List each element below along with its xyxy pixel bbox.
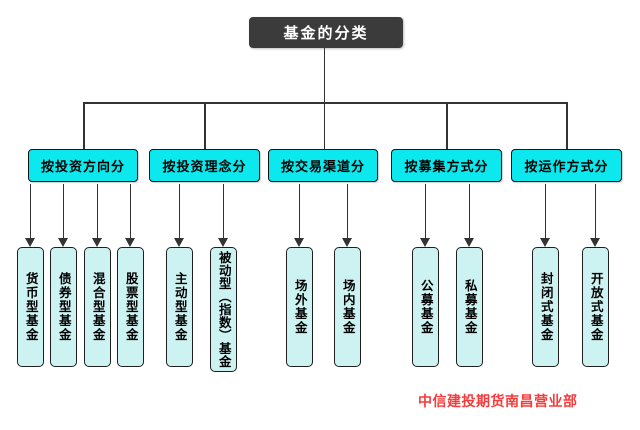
leaf-label: 私募基金 bbox=[462, 279, 477, 335]
down-arrow-icon bbox=[218, 184, 229, 247]
leaf-label: 场内基金 bbox=[340, 279, 355, 335]
leaf-money-fund: 货币型基金 bbox=[17, 247, 44, 367]
leaf-open-end-fund: 开放式基金 bbox=[582, 247, 609, 367]
leaf-label: 混合型基金 bbox=[90, 272, 105, 342]
down-arrow-icon bbox=[125, 184, 136, 247]
down-arrow-icon bbox=[174, 184, 185, 247]
connector-line bbox=[204, 102, 206, 149]
leaf-label: 货币型基金 bbox=[23, 272, 38, 342]
connector-line bbox=[323, 102, 325, 149]
category-operation-method: 按运作方式分 bbox=[511, 149, 622, 182]
leaf-hybrid-fund: 混合型基金 bbox=[84, 247, 111, 367]
down-arrow-icon bbox=[464, 184, 475, 247]
leaf-label: 公募基金 bbox=[418, 279, 433, 335]
down-arrow-icon bbox=[540, 184, 551, 247]
category-investment-direction: 按投资方向分 bbox=[28, 149, 138, 182]
leaf-label: 场外基金 bbox=[292, 279, 307, 335]
leaf-passive-index-fund: 被动型（指数）基金 bbox=[210, 247, 237, 372]
connector-line bbox=[83, 102, 85, 149]
category-trading-channel: 按交易渠道分 bbox=[268, 149, 378, 182]
connector-line bbox=[446, 102, 448, 149]
category-investment-philosophy: 按投资理念分 bbox=[149, 149, 260, 182]
down-arrow-icon bbox=[294, 184, 305, 247]
down-arrow-icon bbox=[590, 184, 601, 247]
down-arrow-icon bbox=[342, 184, 353, 247]
down-arrow-icon bbox=[25, 184, 36, 247]
leaf-label: 开放式基金 bbox=[588, 272, 603, 342]
connector-line bbox=[323, 48, 325, 102]
connector-line bbox=[83, 102, 567, 104]
leaf-label: 主动型基金 bbox=[172, 272, 187, 342]
leaf-label: 股票型基金 bbox=[123, 272, 138, 342]
leaf-label: 被动型（指数）基金 bbox=[216, 251, 231, 368]
down-arrow-icon bbox=[58, 184, 69, 247]
category-fundraising-method: 按募集方式分 bbox=[391, 149, 502, 182]
leaf-label: 债券型基金 bbox=[56, 272, 71, 342]
leaf-stock-fund: 股票型基金 bbox=[117, 247, 144, 367]
root-node-title: 基金的分类 bbox=[249, 17, 403, 48]
branch-watermark: 中信建投期货南昌营业部 bbox=[418, 393, 578, 409]
leaf-closed-end-fund: 封闭式基金 bbox=[532, 247, 559, 367]
leaf-public-fund: 公募基金 bbox=[412, 247, 439, 367]
leaf-label: 封闭式基金 bbox=[538, 272, 553, 342]
down-arrow-icon bbox=[92, 184, 103, 247]
leaf-otc-fund: 场外基金 bbox=[286, 247, 313, 367]
leaf-bond-fund: 债券型基金 bbox=[50, 247, 77, 367]
leaf-private-fund: 私募基金 bbox=[456, 247, 483, 367]
leaf-exchange-fund: 场内基金 bbox=[334, 247, 361, 367]
connector-line bbox=[566, 102, 568, 149]
down-arrow-icon bbox=[420, 184, 431, 247]
leaf-active-fund: 主动型基金 bbox=[166, 247, 193, 367]
